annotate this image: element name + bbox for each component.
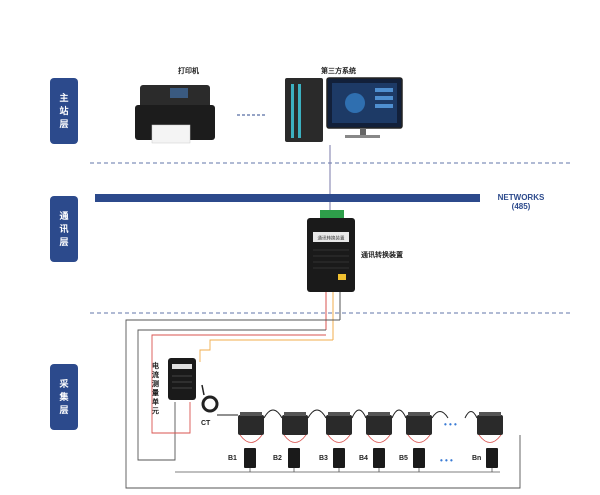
- module-link: [407, 434, 431, 443]
- network-label: NETWORKS (485): [488, 193, 554, 211]
- battery-top-1: [238, 412, 264, 435]
- layer-tag-char: 集: [59, 391, 69, 402]
- ellipsis-bottom: • • •: [440, 456, 453, 465]
- battery-top-4: [366, 412, 392, 435]
- third-party-label: 第三方系统: [321, 68, 356, 75]
- printer-icon: [135, 85, 215, 144]
- converter-device: 通讯转换装置: [307, 210, 355, 292]
- layer-tag-station: 主 站 层: [50, 78, 78, 144]
- layer-tag-char: 通: [59, 210, 69, 221]
- network-bus-bar: [95, 194, 480, 202]
- module-link: [367, 434, 391, 443]
- battery-label-b1: B1: [228, 455, 237, 462]
- wire-gray-inner-loop: [137, 329, 326, 461]
- battery-label-b3: B3: [319, 455, 328, 462]
- battery-arc: [263, 409, 283, 419]
- layer-tag-char: 层: [59, 118, 69, 129]
- wire-orange-meter: [199, 339, 333, 362]
- battery-arc: [431, 411, 449, 419]
- wire-gray-outer-loop: [125, 319, 521, 489]
- battery-top-3: [326, 412, 352, 435]
- wire-red-meter: [151, 334, 326, 434]
- battery-module-b5: [413, 448, 425, 468]
- layer-tag-char: 层: [59, 236, 69, 247]
- battery-label-b5: B5: [399, 455, 408, 462]
- battery-top-n: [477, 412, 503, 435]
- meter-device: [168, 358, 196, 400]
- layer-tag-char: 层: [59, 404, 69, 415]
- module-link: [327, 434, 351, 443]
- layer-tag-char: 站: [59, 105, 69, 116]
- battery-label-b4: B4: [359, 455, 368, 462]
- ellipsis-top: • • •: [444, 420, 457, 429]
- network-label-line1: NETWORKS: [497, 193, 545, 202]
- battery-top-5: [406, 412, 432, 435]
- battery-arc: [464, 411, 478, 419]
- ct-sensor: [201, 384, 219, 413]
- module-link: [239, 434, 263, 443]
- battery-top-2: [282, 412, 308, 435]
- battery-module-b2: [288, 448, 300, 468]
- module-link: [283, 434, 307, 443]
- battery-module-bn: [486, 448, 498, 468]
- ct-label: CT: [201, 420, 211, 427]
- printer-label: 打印机: [178, 68, 199, 75]
- network-label-line2: (485): [511, 202, 531, 211]
- monitor-icon: [326, 77, 403, 138]
- layer-tag-comm: 通 讯 层: [50, 196, 78, 262]
- layer-tag-char: 讯: [59, 223, 69, 234]
- battery-arc: [307, 409, 327, 419]
- battery-module-b1: [244, 448, 256, 468]
- layer-tag-char: 采: [59, 378, 69, 389]
- module-link: [478, 434, 502, 443]
- battery-label-bn: Bn: [472, 455, 482, 462]
- pc-tower-icon: [285, 78, 323, 142]
- battery-arc: [351, 409, 367, 419]
- converter-label: 通讯转换装置: [361, 252, 403, 259]
- battery-module-b3: [333, 448, 345, 468]
- layer-tag-acq: 采 集 层: [50, 364, 78, 430]
- battery-module-b4: [373, 448, 385, 468]
- converter-panel-label: 通讯转换装置: [318, 235, 345, 242]
- battery-arc: [391, 409, 407, 419]
- layer-tag-char: 主: [59, 92, 69, 103]
- meter-label: 电流测量单元: [152, 363, 159, 415]
- battery-label-b2: B2: [273, 455, 282, 462]
